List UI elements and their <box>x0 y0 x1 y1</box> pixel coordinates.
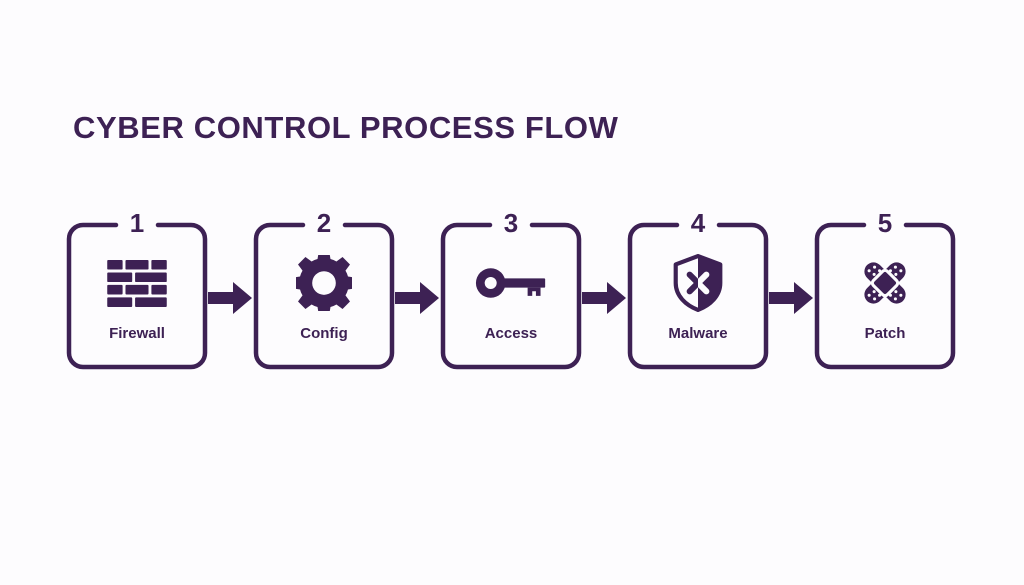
step-number: 1 <box>129 208 145 238</box>
gear-icon <box>253 252 395 314</box>
step-label: Access <box>484 325 538 342</box>
arrow-right-icon <box>769 280 814 316</box>
firewall-brick-wall-icon <box>66 252 208 314</box>
step-number: 3 <box>503 208 519 238</box>
step-card-border <box>627 222 769 370</box>
step-card-border <box>66 222 208 370</box>
flow-step-config[interactable]: 2 Config <box>253 210 395 370</box>
page-title: CYBER CONTROL PROCESS FLOW <box>73 110 619 145</box>
flow-step-malware[interactable]: 4 <box>627 210 769 370</box>
shield-x-icon <box>627 252 769 314</box>
step-card-border <box>440 222 582 370</box>
bandage-cross-icon <box>814 252 956 314</box>
flow-step-access[interactable]: 3 Access <box>440 210 582 370</box>
arrow-right-icon <box>208 280 253 316</box>
flow-step-patch[interactable]: 5 <box>814 210 956 370</box>
flow-step-firewall[interactable]: 1 Firewall <box>66 210 208 370</box>
step-number: 5 <box>877 208 893 238</box>
flow-steps-container: 1 Firewall <box>66 210 958 370</box>
key-icon <box>440 252 582 314</box>
step-label: Malware <box>668 325 728 342</box>
arrow-right-icon <box>582 280 627 316</box>
step-number: 4 <box>690 208 706 238</box>
arrow-right-icon <box>395 280 440 316</box>
step-card-border <box>814 222 956 370</box>
step-number: 2 <box>316 208 332 238</box>
step-label: Firewall <box>109 325 165 342</box>
step-card-border <box>253 222 395 370</box>
step-label: Patch <box>864 325 906 342</box>
step-label: Config <box>300 325 348 342</box>
